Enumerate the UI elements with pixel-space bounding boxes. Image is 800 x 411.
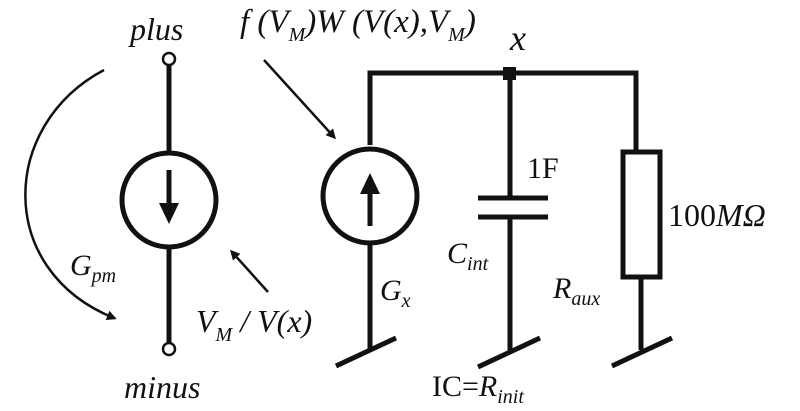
capacitor-value: 1F: [527, 152, 559, 185]
ground-symbol-gx: [334, 335, 398, 369]
up-arrow-icon: [360, 173, 380, 194]
plus-terminal: [161, 51, 177, 67]
capacitor: [476, 73, 548, 370]
resistor-name: Raux: [552, 272, 600, 310]
resistor-value: 100MΩ: [668, 197, 766, 233]
resistor-body: [620, 149, 663, 280]
minus-label: minus: [124, 369, 200, 405]
ground-symbol-res: [610, 335, 674, 369]
resistor: [610, 149, 674, 369]
ground-symbol-cap: [476, 335, 542, 370]
capacitor-initial-condition: IC=Rinit: [432, 370, 524, 408]
right-current-source: [320, 70, 639, 369]
down-arrow-icon: [159, 203, 179, 224]
left-source-control-label: VM / V(x): [196, 303, 312, 346]
right-source-gain-label: f (VM)W (V(x),VM): [240, 4, 476, 46]
left-source-name: Gpm: [70, 249, 116, 287]
right-source-name: Gx: [380, 274, 411, 312]
curved-arrow-icon: [24, 68, 117, 321]
minus-terminal: [161, 341, 177, 357]
capacitor-name: Cint: [447, 237, 489, 275]
plus-label: plus: [128, 11, 183, 47]
left-current-source: [119, 65, 219, 343]
node-x-label: x: [509, 18, 526, 58]
gain-arrow-icon: [263, 59, 337, 140]
control-arrow-icon: [229, 249, 269, 293]
top-rail-wire: [367, 70, 639, 153]
